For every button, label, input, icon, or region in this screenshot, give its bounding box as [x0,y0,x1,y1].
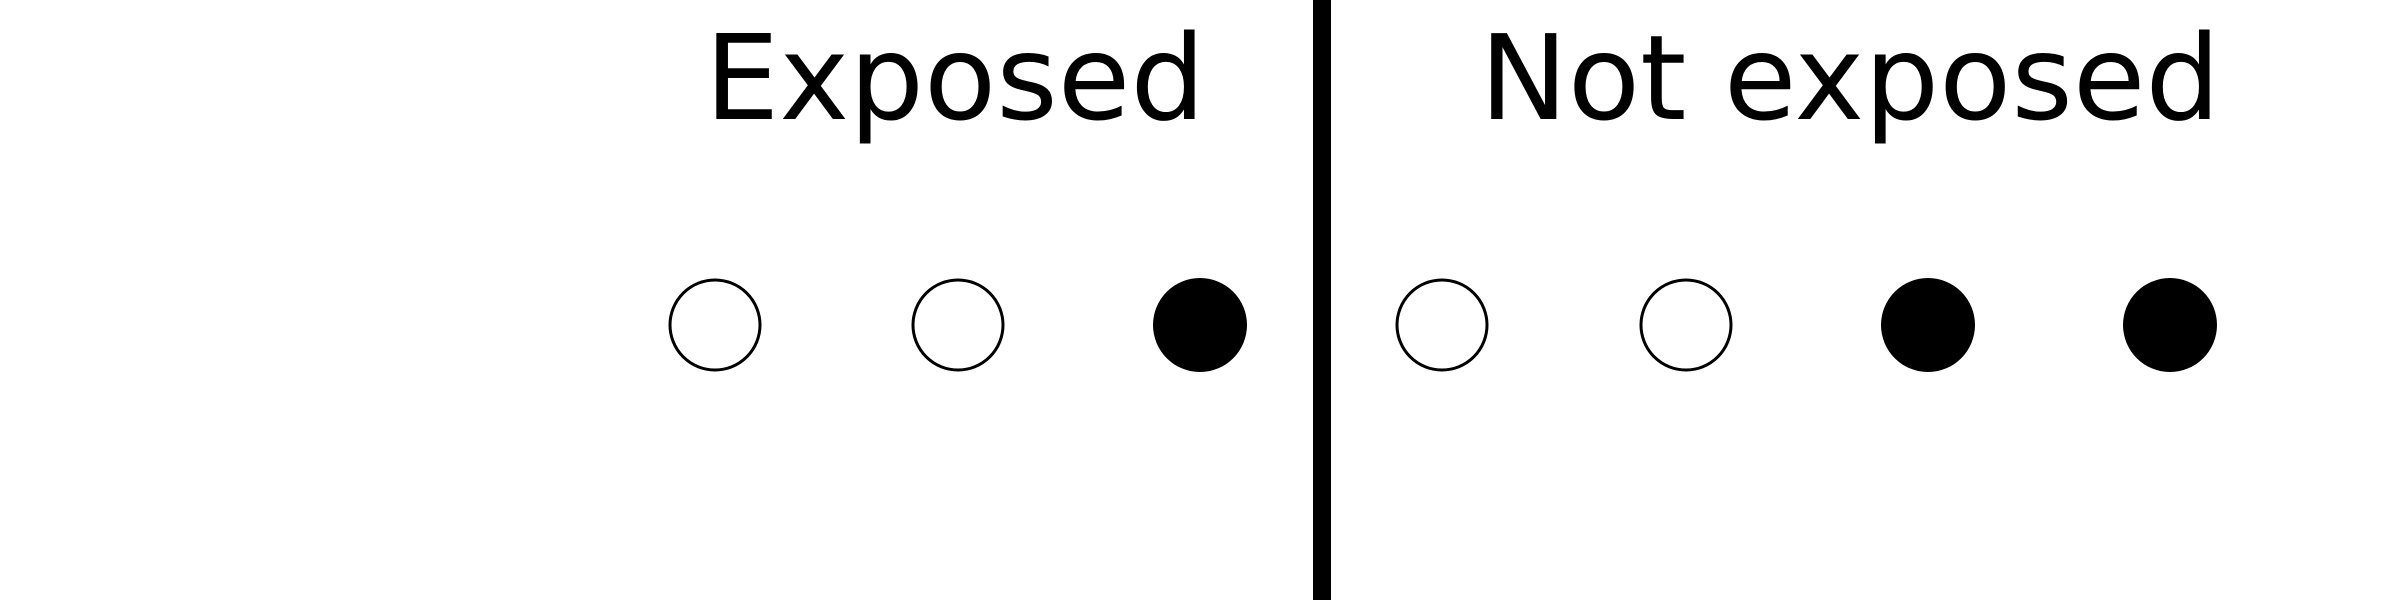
not-exposed-filled-circle-4 [2123,278,2217,372]
exposed-open-circle-1 [668,278,762,372]
group-divider [1313,0,1331,600]
exposed-circles [668,278,1247,372]
exposed-label: Exposed [705,9,1205,147]
exposed-filled-circle-3 [1153,278,1247,372]
not-exposed-circles [1395,278,2217,372]
not-exposed-filled-circle-3 [1881,278,1975,372]
exposed-open-circle-2 [911,278,1005,372]
not-exposed-open-circle-1 [1395,278,1489,372]
not-exposed-open-circle-2 [1639,278,1733,372]
not-exposed-label: Not exposed [1480,9,2221,147]
